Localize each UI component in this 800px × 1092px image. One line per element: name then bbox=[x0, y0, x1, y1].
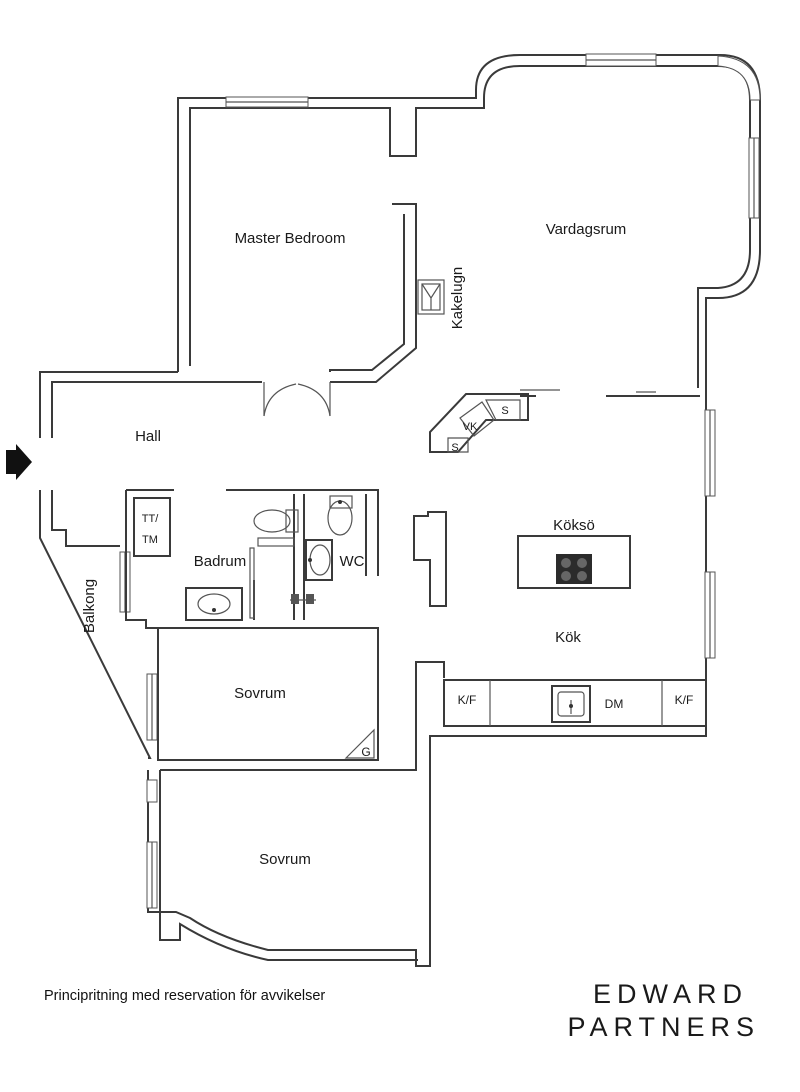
label-kf-right: K/F bbox=[675, 693, 694, 707]
outer-walls bbox=[39, 54, 761, 967]
sink-icon-wc bbox=[305, 539, 333, 581]
label-s-lower: S bbox=[451, 442, 458, 454]
label-sovrum-1: Sovrum bbox=[234, 685, 286, 702]
shelf-bathroom bbox=[249, 537, 295, 619]
label-kf-left: K/F bbox=[458, 693, 477, 707]
label-kok: Kök bbox=[555, 629, 581, 646]
sink-icon-badrum bbox=[185, 587, 243, 621]
label-tm: TM bbox=[142, 534, 158, 546]
kitchen-island bbox=[517, 535, 631, 589]
toilet-icon bbox=[253, 495, 353, 536]
label-hall: Hall bbox=[135, 428, 161, 445]
label-tt: TT/ bbox=[142, 513, 159, 525]
interior-walls bbox=[125, 203, 707, 771]
label-sovrum-2: Sovrum bbox=[259, 851, 311, 868]
disclaimer-text: Principritning med reservation för avvik… bbox=[44, 988, 326, 1004]
wardrobe-g bbox=[344, 728, 375, 759]
label-dm: DM bbox=[605, 697, 624, 711]
windows bbox=[119, 53, 761, 909]
tt-tm-cabinet bbox=[133, 497, 171, 557]
label-balkong: Balkong bbox=[81, 579, 98, 633]
brand-logo-line2: PARTNERS bbox=[567, 1012, 760, 1042]
entrance-arrow-icon bbox=[6, 444, 32, 480]
label-kakelugn: Kakelugn bbox=[449, 267, 466, 330]
label-g: G bbox=[361, 745, 370, 759]
label-master-bedroom: Master Bedroom bbox=[235, 230, 346, 247]
label-wc: WC bbox=[340, 553, 365, 570]
label-vk: VK bbox=[463, 421, 478, 433]
corner-cabinets bbox=[429, 393, 529, 453]
sink-icon bbox=[551, 685, 591, 723]
stove-icon bbox=[556, 554, 592, 584]
label-s-upper: S bbox=[501, 405, 508, 417]
brand-logo-line1: EDWARD bbox=[593, 979, 748, 1009]
fireplace-icon bbox=[417, 279, 445, 315]
label-vardagsrum: Vardagsrum bbox=[546, 221, 627, 238]
label-badrum: Badrum bbox=[194, 553, 247, 570]
faucet-icon bbox=[290, 594, 316, 604]
label-koksoe: Köksö bbox=[553, 517, 595, 534]
